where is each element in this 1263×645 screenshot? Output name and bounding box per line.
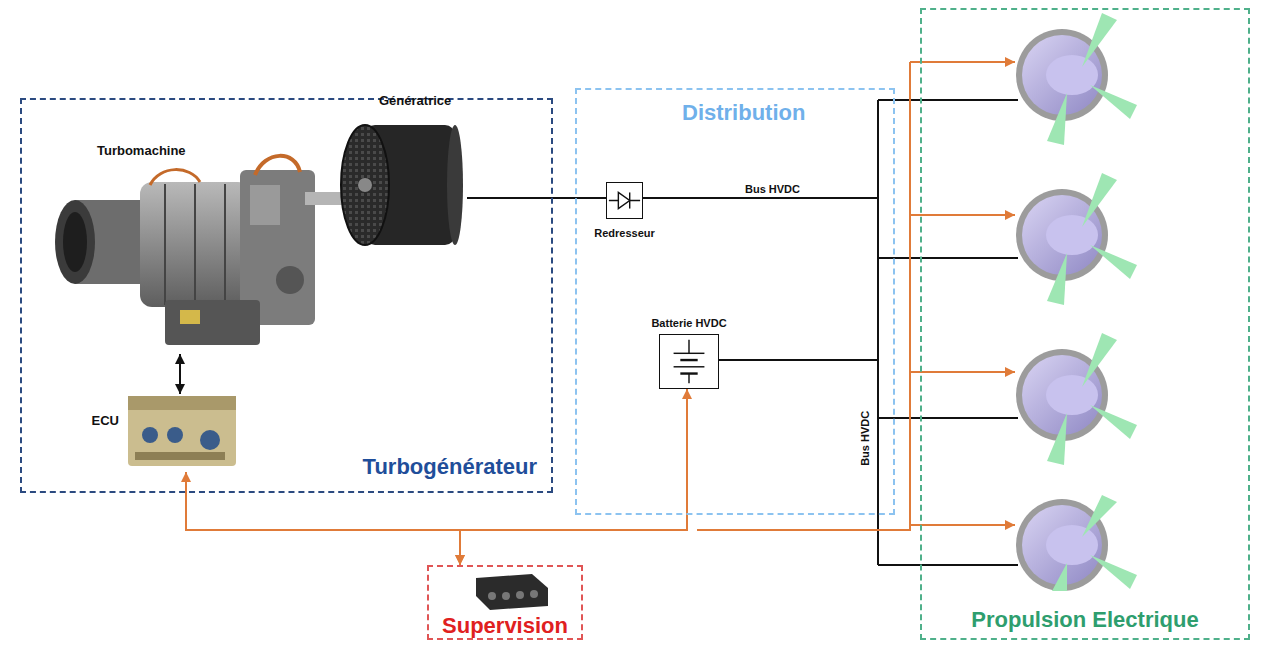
hvdc-bus xyxy=(641,100,1018,565)
component-label: Génératrice xyxy=(379,94,451,109)
component-label: ECU xyxy=(92,414,119,429)
electric-motor-picture xyxy=(1016,13,1137,591)
ecu-picture xyxy=(128,396,236,466)
group-title: Propulsion Electrique xyxy=(971,607,1198,632)
generator-picture xyxy=(305,125,463,245)
battery-box: Batterie HVDC xyxy=(659,334,719,389)
group-box: Propulsion Electrique xyxy=(920,8,1250,640)
group-title: Supervision xyxy=(442,613,568,638)
rectifier-box: Redresseur xyxy=(606,182,643,219)
component-label: Redresseur xyxy=(594,227,655,240)
group-box: TurbogénérateurTurbomachineGénératriceEC… xyxy=(20,98,553,493)
group-box: DistributionRedresseurBatterie HVDC xyxy=(575,88,895,515)
component-label: Batterie HVDC xyxy=(651,317,726,330)
turbomachine-picture xyxy=(55,156,315,345)
control-bus xyxy=(697,62,1015,530)
component: Génératrice xyxy=(337,94,467,249)
supervision-device-picture xyxy=(476,574,548,610)
bus-label: Bus HVDC xyxy=(859,411,872,466)
connector xyxy=(467,197,606,199)
component: ECU xyxy=(127,394,242,472)
battery-symbol xyxy=(660,335,718,388)
connector xyxy=(179,354,181,394)
diode-symbol xyxy=(607,183,642,218)
bus-label: Bus HVDC xyxy=(745,183,800,196)
group-title: Turbogénérateur xyxy=(363,454,537,479)
group-title: Distribution xyxy=(682,100,805,125)
component-label: Turbomachine xyxy=(97,144,186,159)
connector xyxy=(186,472,460,565)
component: Turbomachine xyxy=(52,144,327,354)
group-box: Supervision xyxy=(427,565,583,640)
